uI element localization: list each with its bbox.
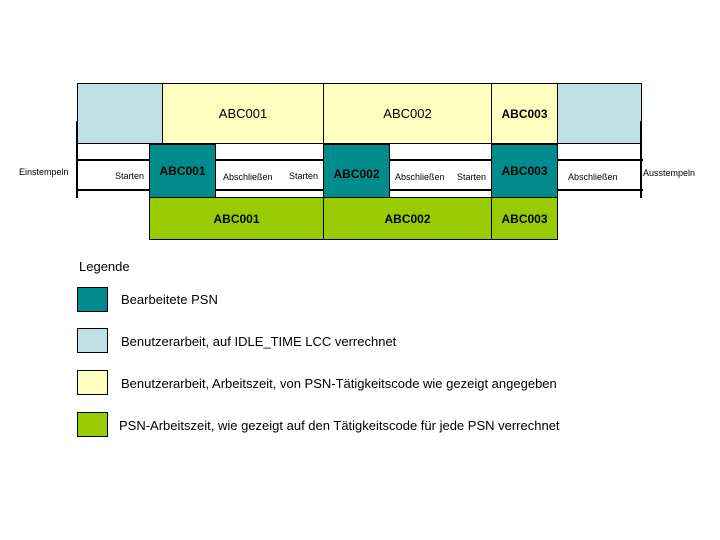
clock-out-label: Ausstempeln xyxy=(643,168,696,178)
legend-swatch-idle-time xyxy=(77,328,108,353)
legend-swatch-psn-work xyxy=(77,412,108,437)
legend-title: Legende xyxy=(79,259,130,274)
start-label: Starten xyxy=(115,171,145,181)
psn-block-abc002: ABC002 xyxy=(323,144,390,198)
legend-item-label: Benutzerarbeit, auf IDLE_TIME LCC verrec… xyxy=(121,334,397,349)
psn-block-abc001: ABC001 xyxy=(149,144,216,198)
finish-label: Abschließen xyxy=(223,172,273,182)
legend-item-label: Benutzerarbeit, Arbeitszeit, von PSN-Tät… xyxy=(121,376,557,391)
psn-label: ABC003 xyxy=(501,164,548,178)
psn-label: ABC002 xyxy=(333,167,380,181)
work-block-abc002: ABC002 xyxy=(323,83,492,144)
start-label: Starten xyxy=(457,172,487,182)
psn-time-block-abc003: ABC003 xyxy=(491,197,558,240)
legend-swatch-user-work xyxy=(77,370,108,395)
psn-time-label: ABC002 xyxy=(384,211,431,226)
work-block-abc003: ABC003 xyxy=(491,83,558,144)
psn-label: ABC001 xyxy=(159,164,206,178)
legend-item-label: Bearbeitete PSN xyxy=(121,292,218,307)
legend-swatch-processed-psn xyxy=(77,287,108,312)
psn-time-block-abc002: ABC002 xyxy=(323,197,492,240)
start-label: Starten xyxy=(289,171,319,181)
psn-time-label: ABC001 xyxy=(213,211,260,226)
idle-block-right xyxy=(557,83,642,144)
legend-item-label: PSN-Arbeitszeit, wie gezeigt auf den Tät… xyxy=(119,418,560,433)
work-block-label: ABC001 xyxy=(218,106,268,121)
timeline-end-marker xyxy=(640,121,642,198)
timeline-start-marker xyxy=(76,121,78,198)
work-block-abc001: ABC001 xyxy=(162,83,324,144)
psn-time-block-abc001: ABC001 xyxy=(149,197,324,240)
work-block-label: ABC003 xyxy=(501,106,548,121)
work-block-label: ABC002 xyxy=(383,106,432,121)
psn-block-abc003: ABC003 xyxy=(491,144,558,198)
finish-label: Abschließen xyxy=(568,172,618,182)
psn-time-label: ABC003 xyxy=(501,211,548,226)
finish-label: Abschließen xyxy=(395,172,445,182)
idle-block-left xyxy=(77,83,163,144)
clock-in-label: Einstempeln xyxy=(19,167,69,177)
